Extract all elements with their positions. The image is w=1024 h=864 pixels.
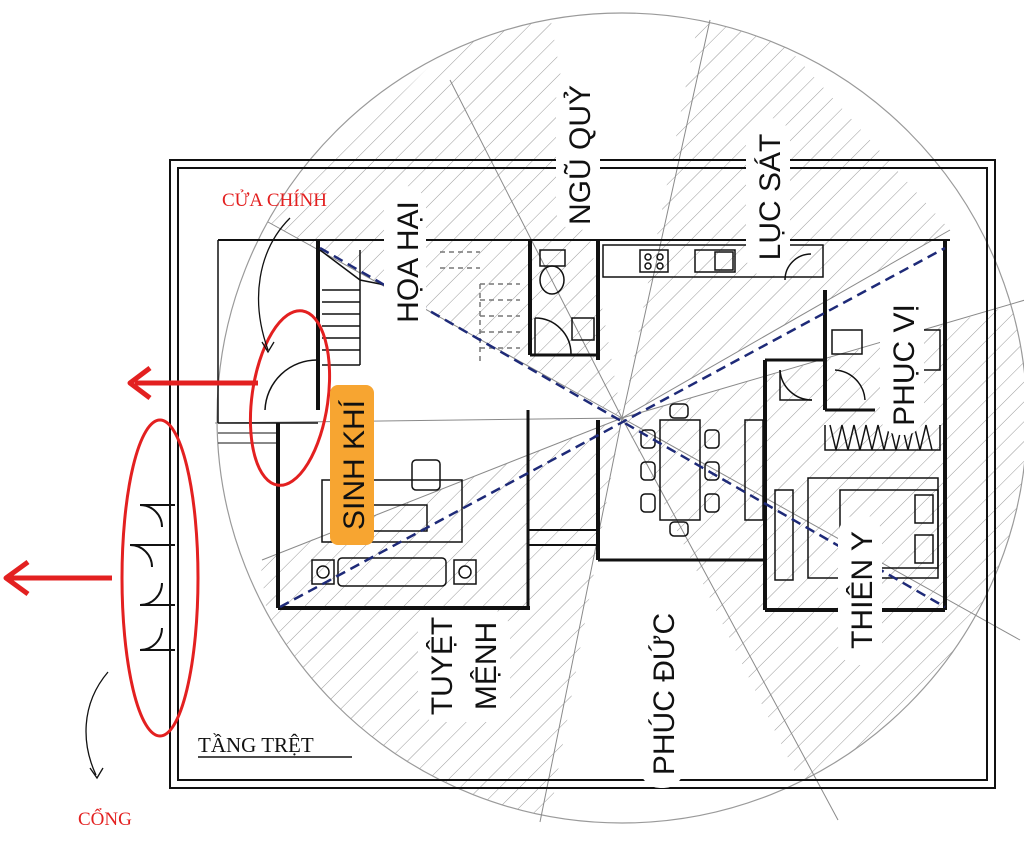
gate-note: CỔNG	[78, 808, 132, 830]
label-menh: MỆNH	[470, 622, 503, 710]
direction-label-backgrounds	[384, 80, 924, 788]
main-door-swing	[264, 359, 319, 411]
label-ngu-quy: NGŨ QUỶ	[563, 85, 597, 225]
main-door-circle	[248, 309, 332, 487]
kitchen-counter	[602, 244, 824, 281]
bagua-compass-circle	[216, 12, 1024, 824]
label-tuyet: TUYỆT	[426, 617, 459, 715]
staircase	[319, 249, 520, 366]
label-luc-sat: LỤC SÁT	[754, 134, 787, 261]
label-sinh-khi: SINH KHÍ	[338, 399, 371, 530]
label-phuc-vi: PHỤC VỊ	[888, 304, 921, 426]
callout-arrows	[85, 217, 291, 780]
red-annotations	[3, 309, 332, 738]
gate-circle	[120, 418, 200, 738]
sinh-khi-highlight	[330, 385, 374, 545]
label-thien-y: THIÊN Y	[846, 531, 879, 649]
bathroom-fixtures	[534, 249, 941, 401]
label-hoa-hai: HỌA HẠI	[392, 201, 425, 323]
label-phuc-duc: PHÚC ĐỨC	[648, 613, 681, 775]
main-door-note: CỬA CHÍNH	[222, 189, 327, 211]
dining-table	[640, 403, 764, 537]
floor-title: TẦNG TRỆT	[198, 733, 314, 757]
gate-doors	[129, 504, 175, 651]
